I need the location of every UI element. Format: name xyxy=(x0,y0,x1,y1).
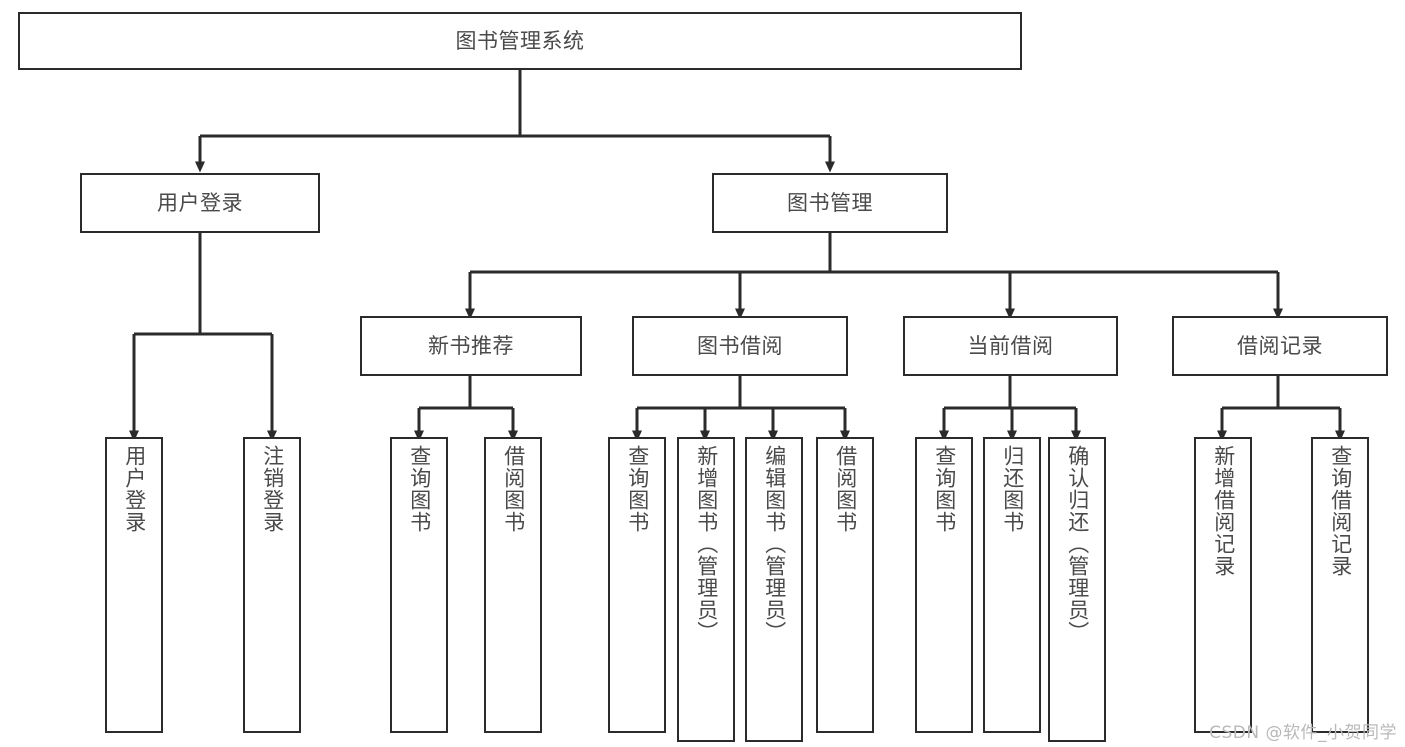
leaf-record-query-record[interactable]: 查询借阅记录 xyxy=(1311,437,1369,733)
node-new-book-recommend[interactable]: 新书推荐 xyxy=(360,316,582,376)
leaf-borrow-borrow-book[interactable]: 借阅图书 xyxy=(816,437,874,733)
csdn-watermark: CSDN @软件_小贺同学 xyxy=(1209,723,1397,743)
node-label: 当前借阅 xyxy=(967,333,1054,358)
node-user-login[interactable]: 用户登录 xyxy=(80,173,320,233)
node-label: 查询图书 xyxy=(625,445,650,533)
node-label: 编辑图书（管理员） xyxy=(762,445,787,643)
node-label: 借阅图书 xyxy=(833,445,858,533)
node-label: 图书借阅 xyxy=(697,333,783,358)
leaf-user-login-login[interactable]: 用户登录 xyxy=(105,437,163,733)
node-label: 查询图书 xyxy=(932,445,957,533)
node-root-system[interactable]: 图书管理系统 xyxy=(18,12,1022,70)
node-borrow-record[interactable]: 借阅记录 xyxy=(1172,316,1388,376)
node-label: 借阅记录 xyxy=(1237,333,1323,358)
node-label: 确认归还（管理员） xyxy=(1065,445,1090,643)
node-label: 新增借阅记录 xyxy=(1211,445,1236,577)
node-label: 新增图书（管理员） xyxy=(694,445,719,643)
leaf-recommend-borrow-book[interactable]: 借阅图书 xyxy=(484,437,542,733)
node-label: 用户登录 xyxy=(122,445,147,533)
node-label: 用户登录 xyxy=(157,190,243,215)
node-label: 图书管理 xyxy=(787,190,873,215)
leaf-borrow-query-book[interactable]: 查询图书 xyxy=(608,437,666,733)
node-label: 归还图书 xyxy=(1000,445,1025,533)
leaf-borrow-add-book-admin[interactable]: 新增图书（管理员） xyxy=(677,437,735,742)
leaf-user-login-logout[interactable]: 注销登录 xyxy=(243,437,301,733)
node-book-management[interactable]: 图书管理 xyxy=(712,173,948,233)
node-label: 注销登录 xyxy=(260,445,285,533)
node-book-borrow[interactable]: 图书借阅 xyxy=(632,316,848,376)
leaf-borrow-edit-book-admin[interactable]: 编辑图书（管理员） xyxy=(745,437,803,742)
leaf-current-confirm-return-admin[interactable]: 确认归还（管理员） xyxy=(1048,437,1106,742)
leaf-recommend-query-book[interactable]: 查询图书 xyxy=(390,437,448,733)
node-label: 查询图书 xyxy=(407,445,432,533)
leaf-current-query-book[interactable]: 查询图书 xyxy=(915,437,973,733)
node-label: 借阅图书 xyxy=(501,445,526,533)
node-current-borrow[interactable]: 当前借阅 xyxy=(903,316,1118,376)
node-label: 新书推荐 xyxy=(428,333,514,358)
leaf-current-return-book[interactable]: 归还图书 xyxy=(983,437,1041,733)
node-label: 图书管理系统 xyxy=(455,28,585,53)
node-label: 查询借阅记录 xyxy=(1328,445,1353,577)
leaf-record-add-record[interactable]: 新增借阅记录 xyxy=(1194,437,1252,733)
